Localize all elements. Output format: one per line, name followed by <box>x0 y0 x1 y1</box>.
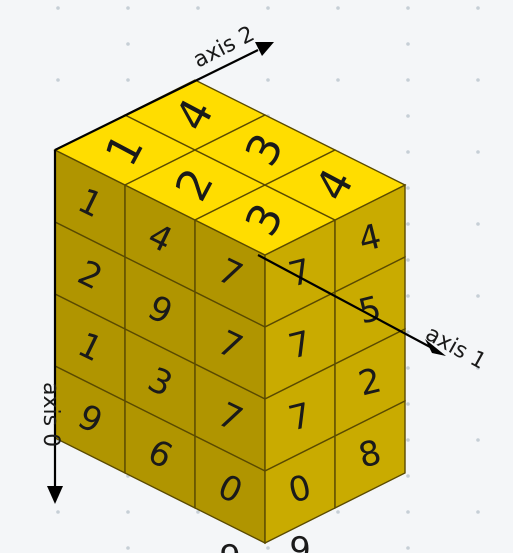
grid-dot <box>406 42 410 46</box>
grid-dot <box>476 6 480 10</box>
grid-dot <box>406 510 410 514</box>
grid-dot <box>126 78 130 82</box>
grid-dot <box>476 366 480 370</box>
grid-dot <box>406 258 410 262</box>
grid-dot <box>336 510 340 514</box>
axis-2-line <box>54 49 259 151</box>
axis-1-label: axis 1 <box>421 321 490 374</box>
grid-dot <box>126 510 130 514</box>
grid-dot <box>476 294 480 298</box>
right-face-extra-value: 9 <box>289 530 311 553</box>
grid-dot <box>406 438 410 442</box>
grid-dot <box>476 78 480 82</box>
grid-dot <box>476 150 480 154</box>
grid-dot <box>406 294 410 298</box>
grid-dot <box>336 78 340 82</box>
cube-left-face: 1472971379609 <box>54 148 266 553</box>
grid-dot <box>406 78 410 82</box>
axis-0: axis 0 <box>38 150 63 504</box>
grid-dot <box>196 6 200 10</box>
grid-dot <box>126 546 130 550</box>
grid-dot <box>126 42 130 46</box>
grid-dot <box>406 330 410 334</box>
top-face-cell <box>263 149 407 221</box>
axis-1-arrowhead <box>425 339 446 356</box>
grid-dot <box>196 510 200 514</box>
grid-dot <box>56 78 60 82</box>
grid-dot <box>406 546 410 550</box>
grid-dot <box>476 510 480 514</box>
grid-dot <box>56 510 60 514</box>
grid-dot <box>266 546 270 550</box>
grid-dot <box>126 6 130 10</box>
grid-dot <box>406 114 410 118</box>
grid-dot <box>56 6 60 10</box>
grid-dot <box>406 474 410 478</box>
axis-0-arrowhead <box>47 486 63 504</box>
right-face-cell <box>334 399 406 510</box>
grid-dot <box>336 6 340 10</box>
grid-dot <box>266 78 270 82</box>
grid-dot <box>266 6 270 10</box>
grid-dot <box>406 6 410 10</box>
grid-dot <box>406 186 410 190</box>
grid-dot <box>406 402 410 406</box>
grid-dot <box>476 438 480 442</box>
axis-1-line <box>257 254 433 349</box>
grid-dot <box>406 150 410 154</box>
left-face-extra-value: 9 <box>219 538 241 553</box>
grid-dot <box>406 222 410 226</box>
axis-0-label: axis 0 <box>38 382 63 447</box>
grid-dot <box>406 366 410 370</box>
grid-dot <box>476 222 480 226</box>
axis-2-arrowhead <box>255 42 274 56</box>
